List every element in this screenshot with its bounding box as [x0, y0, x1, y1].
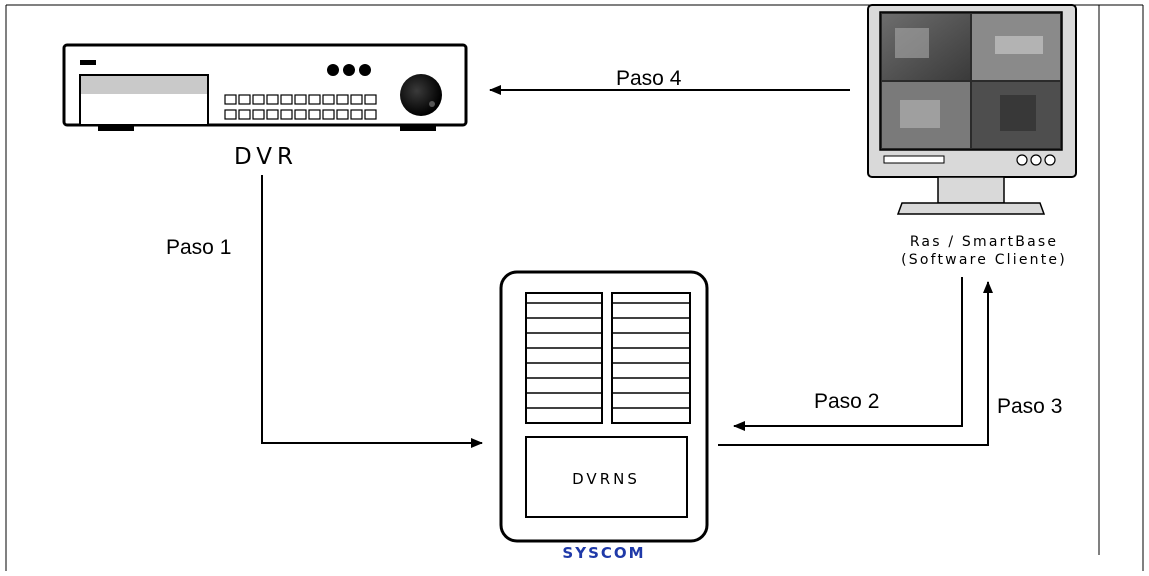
syscom-caption: SYSCOM	[562, 544, 645, 562]
arrow-paso2	[733, 277, 963, 431]
client-label-line2: (Software Cliente)	[901, 252, 1067, 268]
client-label-line1: Ras / SmartBase	[910, 234, 1058, 250]
dvr-device-icon	[62, 43, 468, 131]
arrow-paso3	[718, 281, 993, 446]
dvrns-server-icon	[499, 270, 709, 543]
dvrns-label: DVRNS	[572, 470, 640, 488]
paso2-label: Paso 2	[814, 390, 879, 413]
dvr-button-grid	[224, 94, 377, 120]
paso3-label: Paso 3	[997, 395, 1062, 418]
connectors	[261, 85, 993, 448]
paso1-label: Paso 1	[166, 236, 231, 259]
arrow-paso1	[261, 175, 483, 448]
dvr-knob-icon	[400, 74, 442, 116]
client-monitor-icon	[867, 4, 1077, 215]
dvr-label: DVR	[234, 144, 298, 170]
paso4-label: Paso 4	[616, 67, 682, 90]
